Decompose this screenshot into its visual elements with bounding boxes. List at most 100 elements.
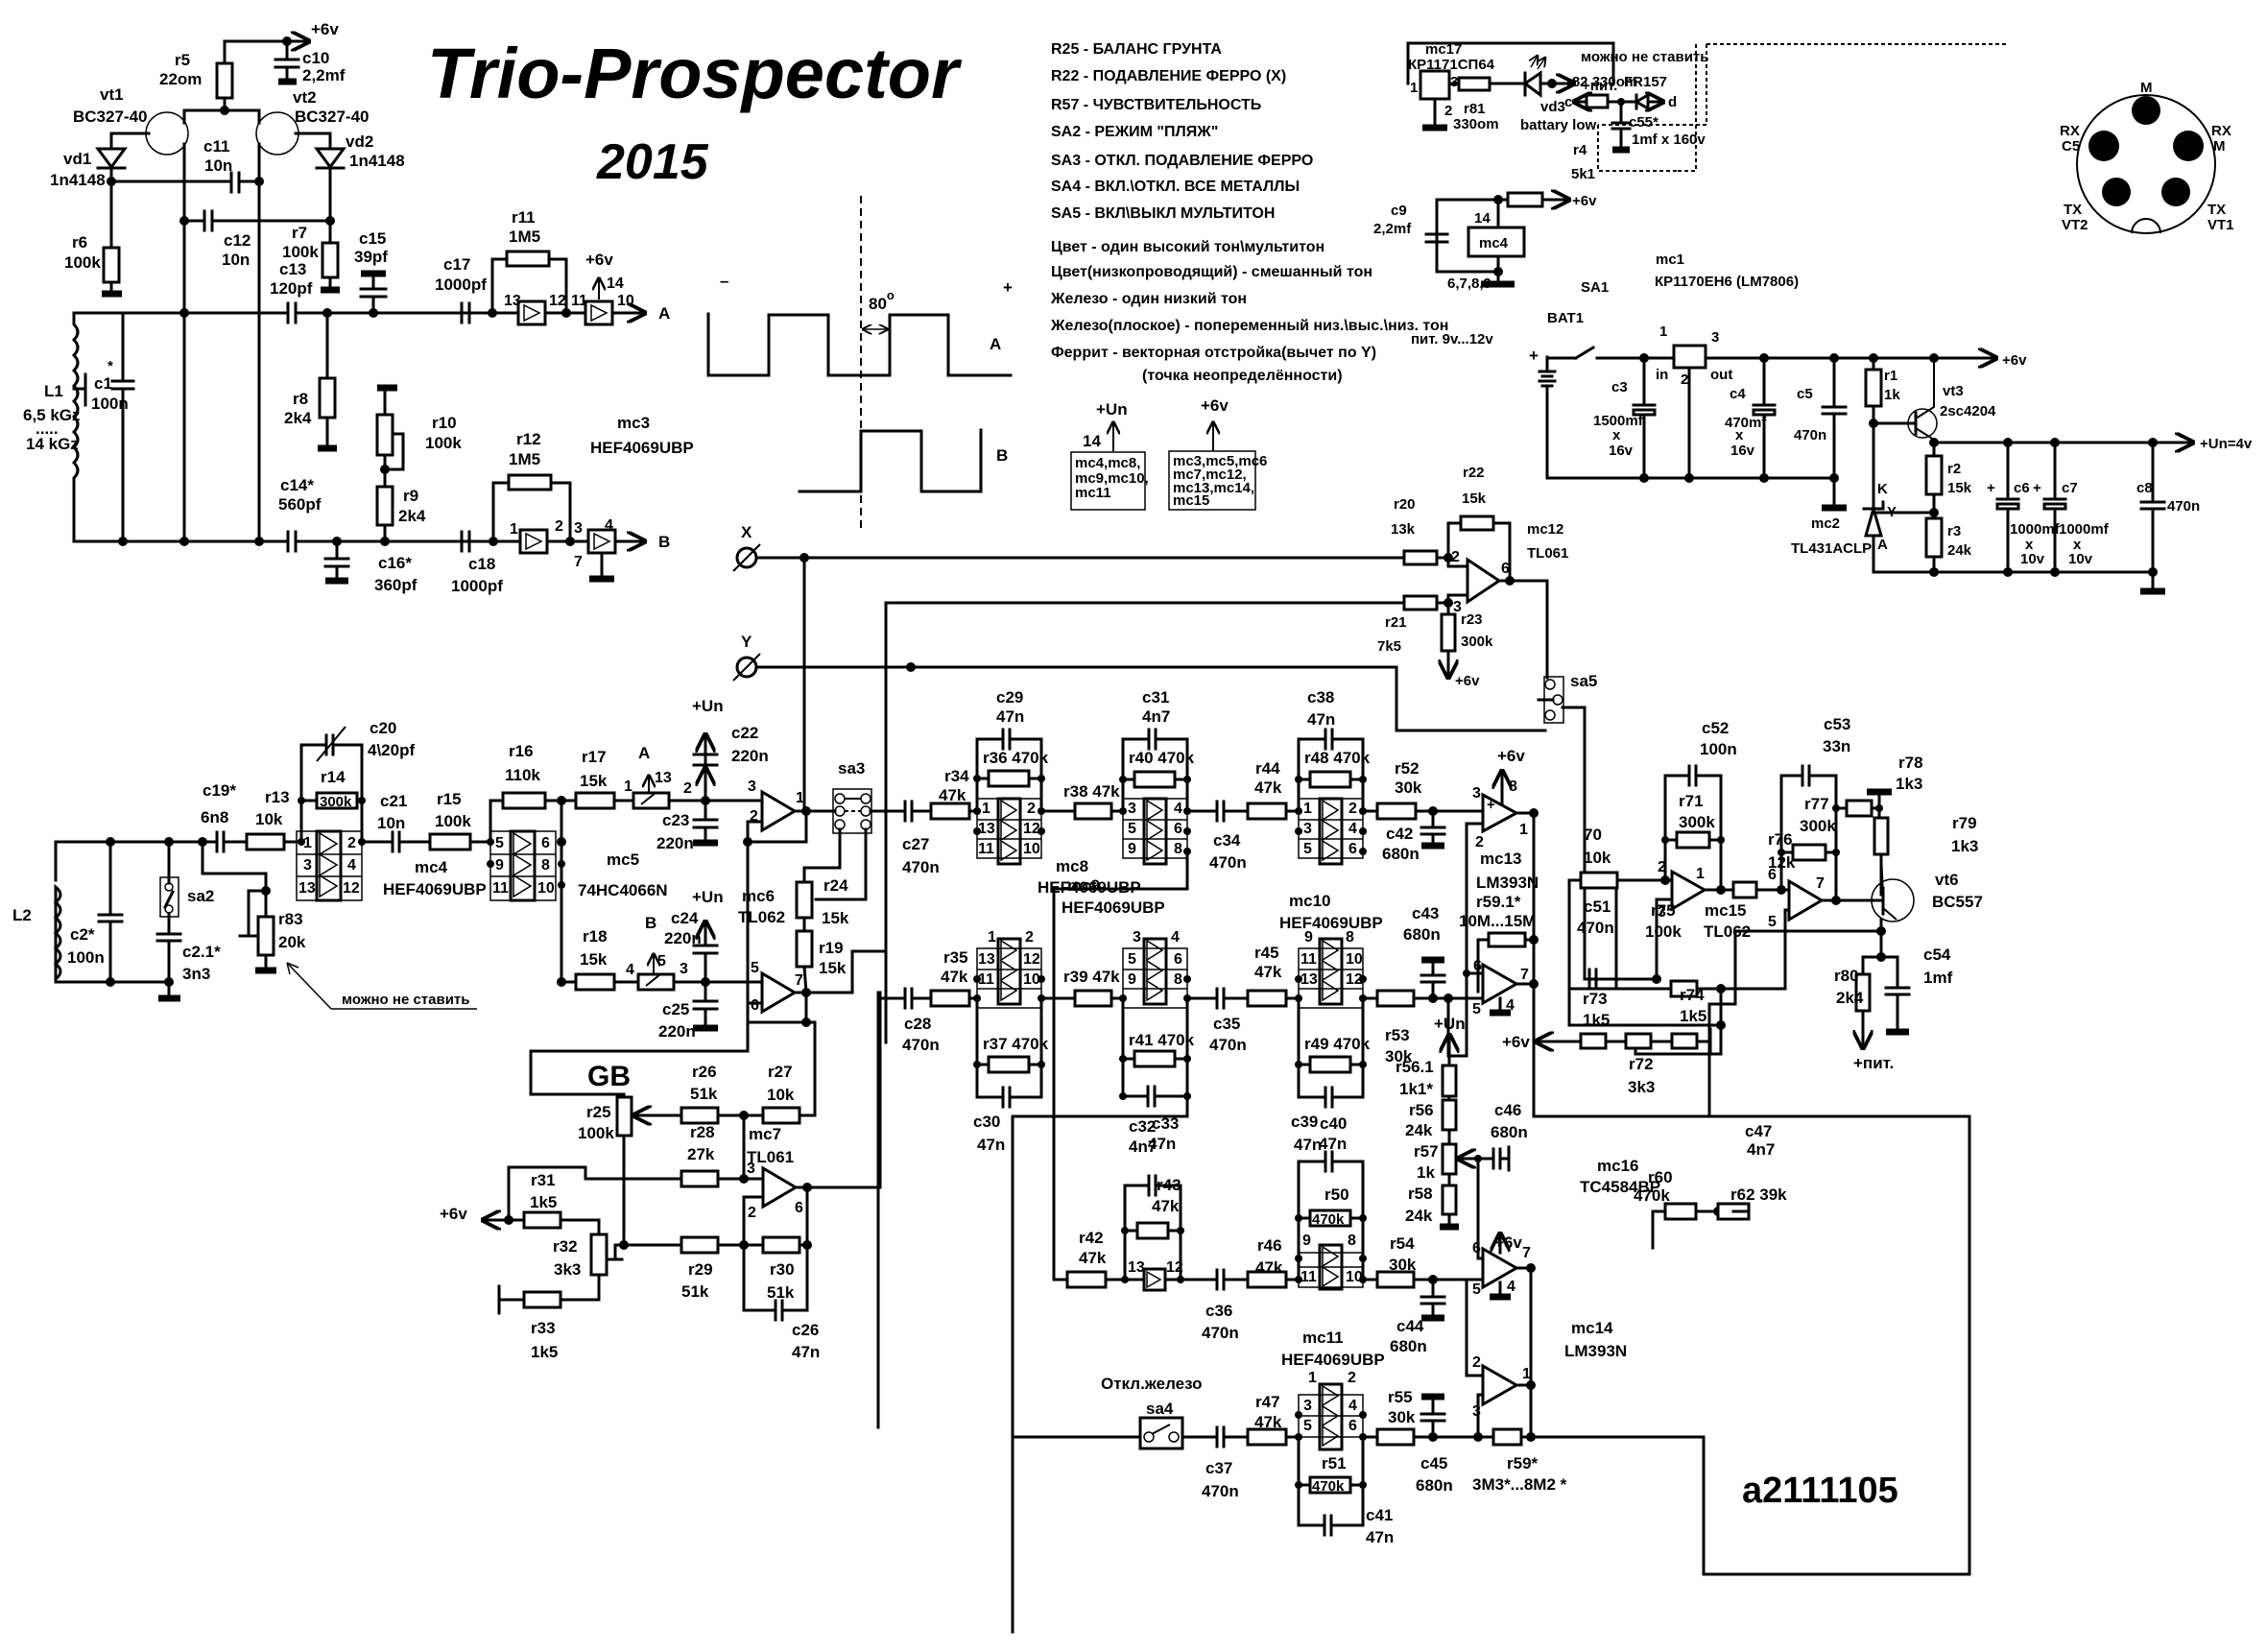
r12-value: 1M5 bbox=[509, 450, 540, 468]
pin: 1 bbox=[1522, 1366, 1531, 1382]
r53-value: 30k bbox=[1385, 1047, 1413, 1065]
pin: 11 bbox=[978, 841, 994, 857]
rail-label: +Un bbox=[1434, 1015, 1466, 1033]
r30-label: r30 bbox=[770, 1260, 795, 1279]
pin: 6 bbox=[795, 1200, 803, 1216]
legend: R25 - БАЛАНС ГРУНТА R22 - ПОДАВЛЕНИЕ ФЕР… bbox=[1050, 41, 1448, 384]
rail-label: +пит. bbox=[1853, 1054, 1894, 1072]
c29-value: 47n bbox=[996, 707, 1024, 726]
fr157-label: FR157 bbox=[1624, 74, 1667, 90]
rail-label: +пит. bbox=[1582, 78, 1617, 94]
r52-label: r52 bbox=[1395, 759, 1420, 778]
c13-value: 120pf bbox=[270, 279, 313, 298]
c31-value: 4n7 bbox=[1142, 707, 1170, 726]
r73-label: r73 bbox=[1583, 990, 1608, 1008]
r27-value: 10k bbox=[767, 1086, 795, 1104]
r16-value: 110k bbox=[505, 766, 540, 784]
pin: 2 bbox=[1472, 1354, 1481, 1371]
c37-label: c37 bbox=[1205, 1459, 1232, 1477]
pin: 11 bbox=[1301, 951, 1317, 968]
pin: 13 bbox=[1128, 1259, 1145, 1276]
mc2-value: TL431ACLP bbox=[1791, 540, 1872, 557]
net-d: d bbox=[1668, 94, 1677, 110]
pin: 5 bbox=[657, 953, 666, 970]
c20-value: 4\20pf bbox=[368, 741, 415, 759]
rail-label: +6v bbox=[1572, 193, 1597, 209]
r80-label: r80 bbox=[1834, 967, 1859, 985]
polarity: + bbox=[1987, 480, 1995, 496]
r78-value: 1k3 bbox=[1896, 775, 1922, 793]
r16-label: r16 bbox=[509, 742, 534, 760]
pin: 2 bbox=[750, 808, 758, 825]
pin-m: M bbox=[2140, 80, 2153, 96]
year: 2015 bbox=[596, 134, 709, 190]
vt6-value: BC557 bbox=[1932, 893, 1983, 911]
c6-value: x bbox=[2025, 537, 2034, 553]
r57-value: 1k bbox=[1417, 1163, 1435, 1182]
pin-m: M bbox=[2213, 138, 2226, 155]
rail-label: +6v bbox=[1497, 747, 1525, 765]
c14-label: c14* bbox=[280, 476, 314, 494]
pin: 1 bbox=[1659, 323, 1667, 340]
r46-value: 47k bbox=[1255, 1258, 1283, 1277]
c18-value: 1000pf bbox=[451, 577, 503, 595]
r82-label: r82 330om bbox=[1566, 74, 1637, 90]
r29-value: 51k bbox=[681, 1282, 709, 1301]
pin: 2 bbox=[1027, 801, 1036, 817]
r14-value: 300k bbox=[320, 794, 352, 810]
c13-label: c13 bbox=[279, 260, 306, 278]
mc15-label: mc15 bbox=[1705, 901, 1746, 920]
coil-connector: M RX C5 RX M TX VT2 TX VT1 bbox=[2060, 80, 2234, 234]
r43-label: r43 bbox=[1157, 1176, 1181, 1194]
c45-value: 680n bbox=[1416, 1476, 1453, 1495]
optional-note: можно не ставить bbox=[1581, 49, 1709, 65]
mc5-label: mc5 bbox=[607, 850, 639, 869]
optional-note: можно не ставить bbox=[342, 992, 470, 1008]
r75-value: 100k bbox=[1645, 922, 1682, 941]
mc12-label: mc12 bbox=[1527, 521, 1563, 538]
pin: 1 bbox=[796, 790, 804, 806]
pin: 9 bbox=[1302, 1233, 1311, 1249]
pin: 2 bbox=[683, 780, 692, 797]
c26-label: c26 bbox=[792, 1321, 819, 1339]
rail-label: +6v bbox=[1502, 1033, 1530, 1051]
mc6-label: mc6 bbox=[742, 887, 775, 905]
r74-value: 1k5 bbox=[1680, 1007, 1706, 1025]
pin: 4 bbox=[1348, 1398, 1357, 1414]
pin: 1 bbox=[982, 801, 990, 817]
mc3-label: mc3 bbox=[617, 414, 650, 432]
r23-label: r23 bbox=[1461, 611, 1483, 628]
pin: 2 bbox=[347, 835, 356, 851]
r72-label: r72 bbox=[1629, 1055, 1654, 1073]
r59-value: 3M3*...8M2 * bbox=[1472, 1475, 1567, 1494]
r18-label: r18 bbox=[583, 927, 608, 946]
r26-label: r26 bbox=[692, 1063, 717, 1081]
c27-label: c27 bbox=[902, 835, 929, 853]
audio-output: c51 470n 70 10k 231 c52 100n r71 300k r7… bbox=[1502, 715, 1983, 1250]
c6-value: 1000mf bbox=[2010, 521, 2061, 538]
r42-label: r42 bbox=[1079, 1229, 1104, 1247]
r75-label: r75 bbox=[1651, 901, 1676, 920]
pin: 2 bbox=[1348, 1370, 1356, 1386]
r18-value: 15k bbox=[580, 950, 608, 969]
pin-y: Y bbox=[1887, 504, 1897, 520]
c53-label: c53 bbox=[1824, 715, 1850, 733]
polarity: + bbox=[2033, 480, 2041, 496]
c10-value: 2,2mf bbox=[302, 66, 346, 84]
c7-value: 1000mf bbox=[2059, 521, 2110, 538]
r19-value: 15k bbox=[819, 959, 847, 977]
c19-label: c19* bbox=[203, 781, 236, 800]
r43-value: 47k bbox=[1152, 1197, 1180, 1215]
pin-c5: C5 bbox=[2062, 138, 2080, 155]
r71-label: r71 bbox=[1679, 792, 1704, 810]
l2-label: L2 bbox=[12, 906, 32, 924]
pin: 4 bbox=[1507, 1279, 1515, 1295]
mc4-label: mc4 bbox=[415, 858, 448, 876]
c42-label: c42 bbox=[1386, 825, 1413, 843]
r77-value: 300k bbox=[1800, 817, 1836, 835]
bat-label: BAT1 bbox=[1547, 310, 1584, 326]
c1-label: c1 bbox=[94, 374, 112, 393]
r35-label: r35 bbox=[943, 948, 968, 967]
mc14-label: mc14 bbox=[1571, 1319, 1613, 1337]
